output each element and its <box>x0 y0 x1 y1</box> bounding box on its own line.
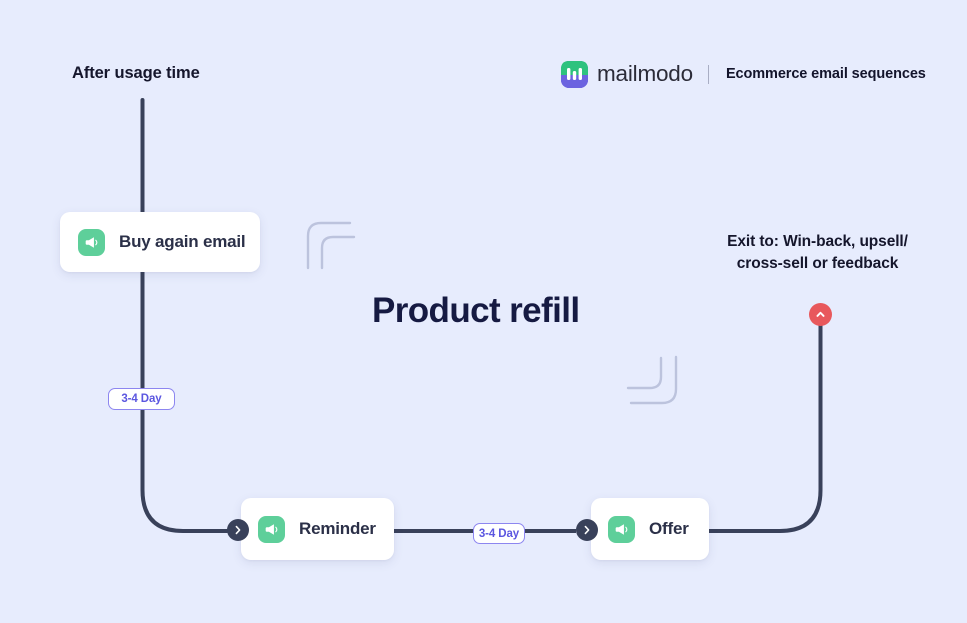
megaphone-icon <box>608 515 635 543</box>
corner-ornament-icon <box>626 355 678 405</box>
brand-tagline: Ecommerce email sequences <box>725 66 926 82</box>
corner-ornament-icon <box>306 221 356 270</box>
flow-node-label: Reminder <box>299 519 376 538</box>
exit-label-line1: Exit to: Win-back, upsell/ <box>727 233 908 250</box>
flow-node-reminder[interactable]: Reminder <box>241 498 394 560</box>
megaphone-icon <box>258 515 285 543</box>
megaphone-icon <box>78 228 105 256</box>
mailmodo-logo-icon <box>561 60 588 88</box>
delay-badge[interactable]: 3-4 Day <box>473 523 525 544</box>
flow-node-label: Offer <box>649 519 689 538</box>
chevron-right-icon <box>235 525 241 535</box>
exit-node[interactable] <box>809 303 832 326</box>
entry-label: After usage time <box>72 64 200 82</box>
connector-arrow-node-offer[interactable] <box>576 519 598 541</box>
flow-node-offer[interactable]: Offer <box>591 498 709 560</box>
brand-header: mailmodo Ecommerce email sequences <box>561 60 926 88</box>
connector-offer-to-exit <box>707 312 823 533</box>
connector-arrow-node-reminder[interactable] <box>227 519 249 541</box>
chevron-up-icon <box>816 311 825 317</box>
delay-badge[interactable]: 3-4 Day <box>108 388 175 410</box>
brand-name: mailmodo <box>597 61 693 86</box>
flow-node-buy-again-email[interactable]: Buy again email <box>60 212 260 272</box>
connector-main-trunk <box>140 98 229 533</box>
chevron-right-icon <box>584 525 590 535</box>
brand-separator <box>707 64 709 84</box>
flow-node-label: Buy again email <box>119 232 246 251</box>
page-title: Product refill <box>372 291 580 330</box>
exit-label-line2: cross-sell or feedback <box>736 255 899 272</box>
exit-label: Exit to: Win-back, upsell/ cross-sell or… <box>705 231 930 275</box>
